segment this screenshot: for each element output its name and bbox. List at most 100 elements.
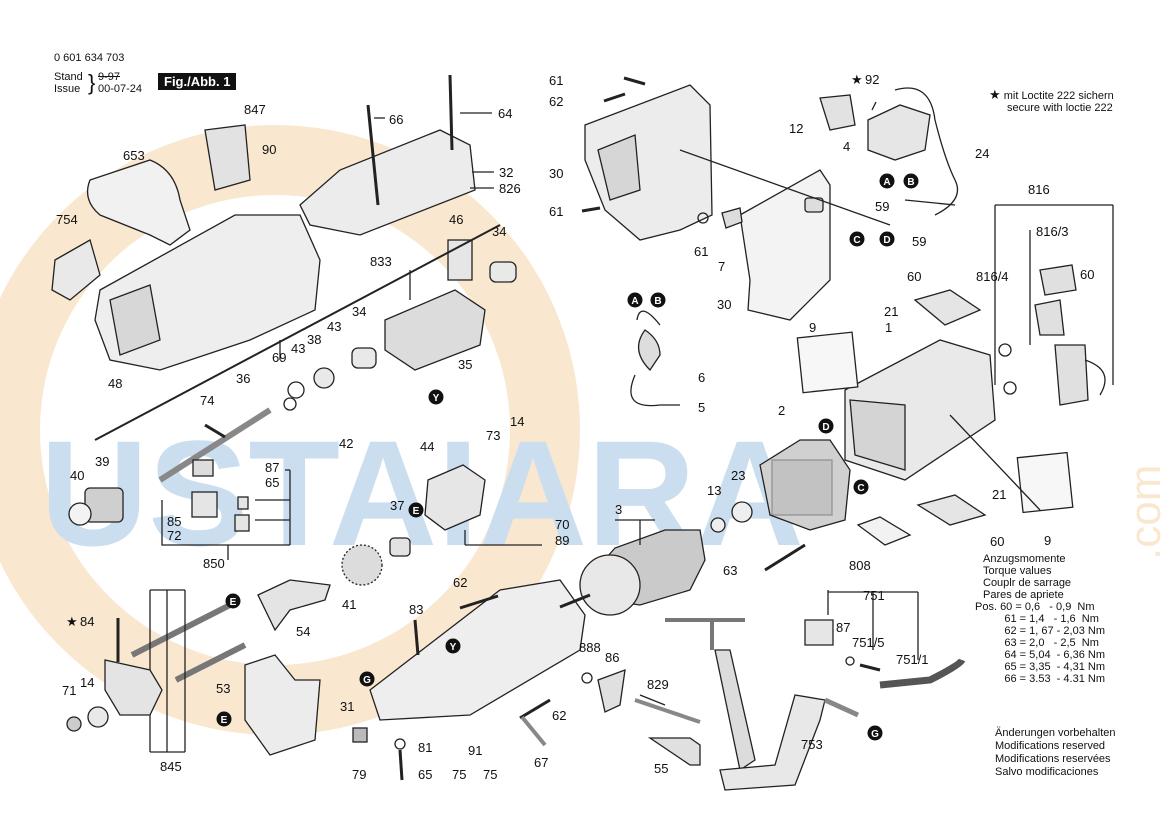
label-61a: 61 bbox=[549, 73, 563, 88]
loctite-note: ★ mit Loctite 222 sichern secure with lo… bbox=[989, 87, 1114, 114]
svg-text:D: D bbox=[822, 422, 829, 433]
marker-a: A bbox=[627, 292, 643, 308]
marker-c: C bbox=[849, 231, 865, 247]
label-41: 41 bbox=[342, 597, 356, 612]
svg-text:E: E bbox=[413, 506, 420, 517]
marker-y: Y bbox=[428, 389, 444, 405]
svg-text:A: A bbox=[631, 296, 638, 307]
torque-row: 64 = 5,04 - 6,36 Nm bbox=[983, 649, 1105, 661]
label-87: 87 bbox=[265, 460, 279, 475]
motor-group bbox=[559, 439, 851, 616]
label-81: 81 bbox=[418, 740, 432, 755]
marker-d: D bbox=[879, 231, 895, 247]
label-63: 63 bbox=[723, 563, 737, 578]
torque-row: 66 = 3.53 - 4.31 Nm bbox=[983, 673, 1105, 685]
star-icon: ★ bbox=[989, 87, 1001, 102]
torque-title-de: Anzugsmomente bbox=[983, 553, 1066, 565]
label-55: 55 bbox=[654, 761, 668, 776]
label-61c: 61 bbox=[694, 244, 708, 259]
label-30b: 30 bbox=[717, 297, 731, 312]
marker-y: Y bbox=[445, 638, 461, 654]
label-9a: 9 bbox=[809, 320, 816, 335]
marker-d: D bbox=[818, 418, 834, 434]
label-21b: 21 bbox=[992, 487, 1006, 502]
label-75b: 75 bbox=[483, 767, 497, 782]
marker-a: A bbox=[879, 173, 895, 189]
torque-row: 62 = 1, 67 - 2,03 Nm bbox=[983, 625, 1105, 637]
label-34a: 34 bbox=[492, 224, 506, 239]
label-751-1: 751/1 bbox=[896, 652, 929, 667]
label-31: 31 bbox=[340, 699, 354, 714]
svg-text:C: C bbox=[853, 235, 860, 246]
svg-text:G: G bbox=[871, 729, 879, 740]
label-61b: 61 bbox=[549, 204, 563, 219]
label-847: 847 bbox=[244, 102, 266, 117]
label-751-5: 751/5 bbox=[852, 635, 885, 650]
label-43b: 43 bbox=[291, 341, 305, 356]
label-34b: 34 bbox=[352, 304, 366, 319]
label-92: 92 bbox=[865, 72, 879, 87]
modifications-fr: Modifications reservées bbox=[995, 753, 1111, 765]
label-62b: 62 bbox=[552, 708, 566, 723]
marker-c: C bbox=[853, 479, 869, 495]
label-43a: 43 bbox=[327, 319, 341, 334]
label-888: 888 bbox=[579, 640, 601, 655]
gear-housing-group bbox=[51, 74, 586, 781]
label-74: 74 bbox=[200, 393, 214, 408]
torque-row: 63 = 2,0 - 2,5 Nm bbox=[983, 637, 1099, 649]
modifications-en: Modifications reserved bbox=[995, 740, 1106, 752]
part-number: 0 601 634 703 bbox=[54, 52, 125, 64]
label-46: 46 bbox=[449, 212, 463, 227]
label-48: 48 bbox=[108, 376, 122, 391]
label-808: 808 bbox=[849, 558, 871, 573]
label-32: 32 bbox=[499, 165, 513, 180]
label-54: 54 bbox=[296, 624, 310, 639]
label-64: 64 bbox=[498, 106, 512, 121]
field-housing-group bbox=[796, 204, 1114, 546]
label-44: 44 bbox=[420, 439, 434, 454]
torque-title-fr: Couplr de sarrage bbox=[983, 577, 1072, 589]
marker-b: B bbox=[650, 292, 666, 308]
label-89: 89 bbox=[555, 533, 569, 548]
label-754: 754 bbox=[56, 212, 78, 227]
part-labels: 847 90 653 754 66 64 32 826 46 34 833 34… bbox=[56, 72, 1094, 782]
label-13: 13 bbox=[707, 483, 721, 498]
modifications-note: Änderungen vorbehalten Modifications res… bbox=[995, 727, 1115, 779]
label-72: 72 bbox=[167, 528, 181, 543]
label-850: 850 bbox=[203, 556, 225, 571]
marker-e: E bbox=[216, 711, 232, 727]
base-housing-shape bbox=[369, 579, 586, 721]
label-14a: 14 bbox=[510, 414, 524, 429]
svg-text:G: G bbox=[363, 675, 371, 686]
svg-text:Y: Y bbox=[433, 393, 440, 404]
label-6: 6 bbox=[698, 370, 705, 385]
label-816-4: 816/4 bbox=[976, 269, 1009, 284]
label-21a: 21 bbox=[884, 304, 898, 319]
label-1: 1 bbox=[885, 320, 892, 335]
torque-title-en: Torque values bbox=[983, 565, 1052, 577]
label-73: 73 bbox=[486, 428, 500, 443]
issue-date: 00-07-24 bbox=[98, 83, 143, 95]
svg-text:B: B bbox=[654, 296, 661, 307]
svg-text:D: D bbox=[883, 235, 890, 246]
label-12: 12 bbox=[789, 121, 803, 136]
marker-e: E bbox=[408, 502, 424, 518]
marker-g: G bbox=[867, 725, 883, 741]
loctite-line-1: mit Loctite 222 sichern bbox=[1003, 90, 1114, 102]
label-71: 71 bbox=[62, 683, 76, 698]
label-4: 4 bbox=[843, 139, 850, 154]
star-icon: ★ bbox=[66, 614, 78, 629]
label-24: 24 bbox=[975, 146, 989, 161]
label-59a: 59 bbox=[875, 199, 889, 214]
torque-row: 65 = 3,35 - 4,31 Nm bbox=[983, 661, 1105, 673]
label-90: 90 bbox=[262, 142, 276, 157]
label-83: 83 bbox=[409, 602, 423, 617]
label-85: 85 bbox=[167, 514, 181, 529]
label-829: 829 bbox=[647, 677, 669, 692]
svg-text:A: A bbox=[883, 177, 890, 188]
label-23: 23 bbox=[731, 468, 745, 483]
label-60a: 60 bbox=[907, 269, 921, 284]
watermark-suffix: .com bbox=[1121, 465, 1168, 560]
stand-label: Stand bbox=[54, 71, 83, 83]
